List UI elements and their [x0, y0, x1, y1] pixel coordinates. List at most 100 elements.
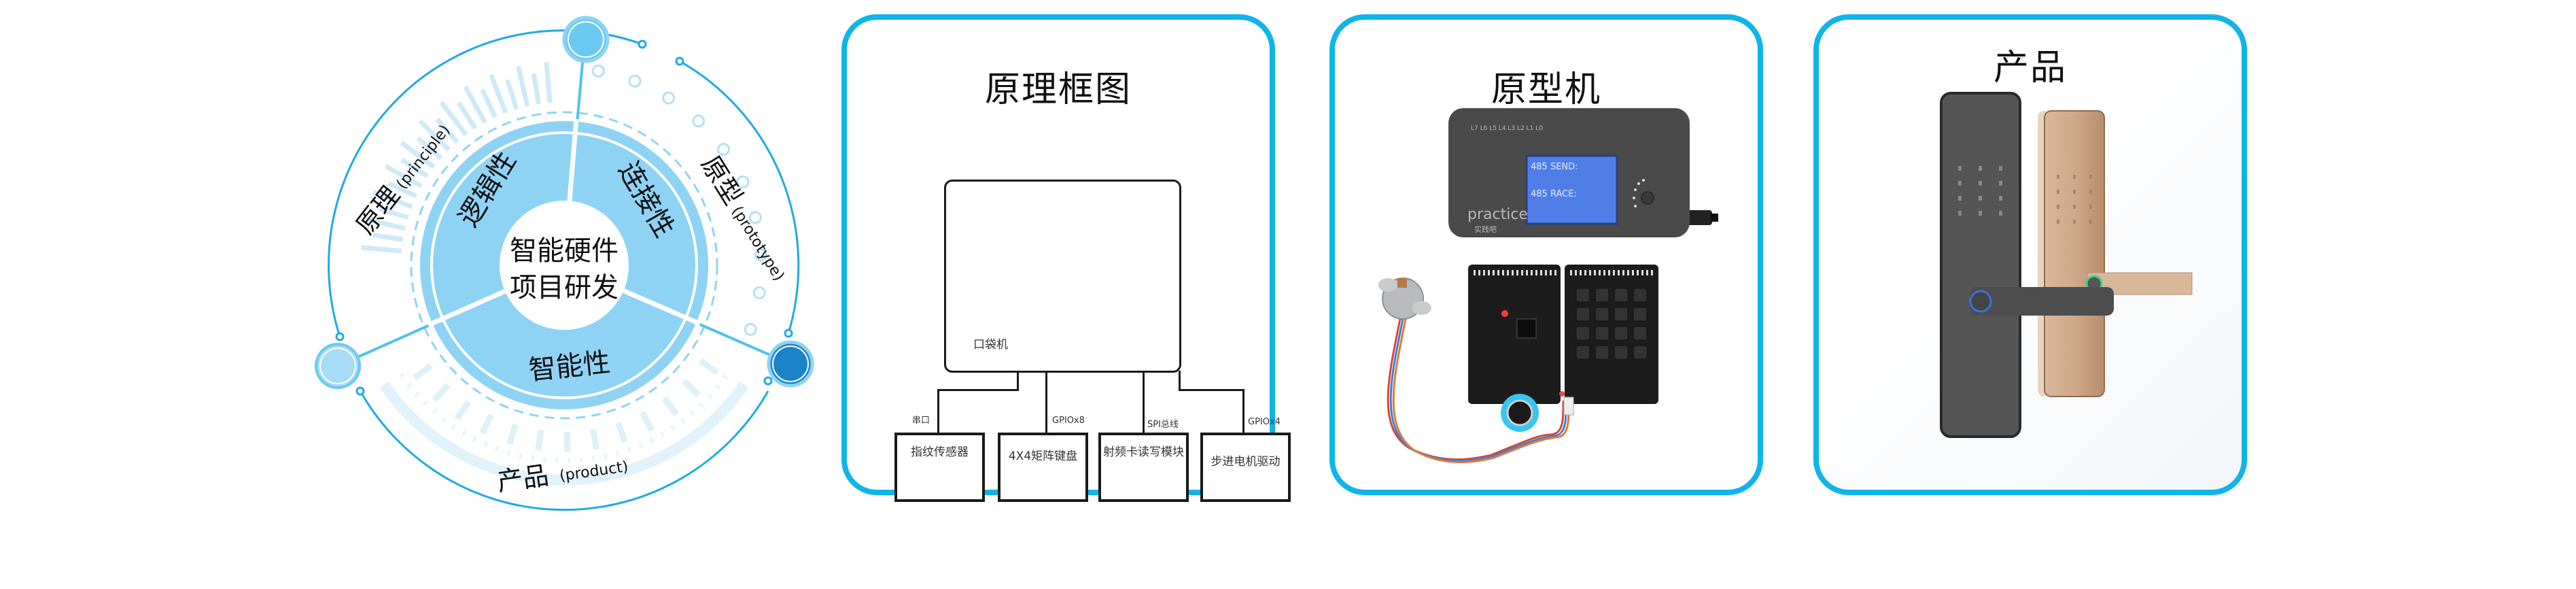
pin: [1618, 270, 1620, 275]
pin: [1545, 270, 1547, 275]
lock-key: [2073, 175, 2076, 179]
module-fingerprint-sensor: 指纹传感器: [894, 433, 985, 502]
motor-cable: [1389, 318, 1567, 462]
keypad-button: [1633, 307, 1648, 322]
gold-lock-body: [2044, 110, 2105, 397]
pin: [1483, 270, 1485, 275]
pattern-mark: [640, 411, 655, 432]
lock-key: [2073, 220, 2076, 224]
usb-plug: [1710, 214, 1718, 222]
block-main-pocket-machine: 口袋机: [944, 180, 1181, 373]
port-label: GPIOx8: [1052, 416, 1085, 426]
pin: [1594, 270, 1596, 275]
arc-end-dot: [763, 376, 773, 386]
pin: [1570, 270, 1572, 275]
node-product: [315, 343, 361, 389]
decorative-circle: [628, 74, 642, 88]
card-title: 原理框图: [984, 69, 1132, 110]
pin: [1531, 270, 1533, 275]
motor-cable: [1387, 318, 1565, 461]
pin: [1584, 270, 1586, 275]
decorative-circle: [717, 143, 731, 156]
motor-cable: [1392, 318, 1570, 464]
port-label: 串口: [912, 416, 930, 426]
tick-mark: [439, 101, 468, 137]
pattern-mark: [563, 431, 571, 453]
node-principle: [562, 16, 610, 63]
lock-key: [1979, 196, 1982, 201]
decorative-circle: [736, 175, 750, 188]
tick-mark: [531, 73, 541, 105]
pattern-mark: [590, 428, 600, 450]
lock-key: [1958, 166, 1962, 171]
arc-end-dot: [675, 56, 684, 66]
port-label: SPI总线: [1147, 420, 1179, 430]
keypad-button: [1614, 326, 1629, 341]
decorative-circle: [754, 248, 768, 262]
lock-key: [1958, 181, 1962, 186]
pin: [1622, 270, 1624, 275]
pin: [1554, 270, 1556, 275]
keypad-button: [1576, 345, 1590, 360]
pin: [1603, 270, 1605, 275]
pin: [1637, 270, 1639, 275]
pattern-mark: [413, 363, 434, 381]
wire: [1179, 371, 1181, 391]
lock-key: [1958, 211, 1962, 216]
decorative-circuit-pattern: [379, 358, 749, 486]
lcd-screen: [1525, 154, 1618, 225]
outer-arc-product: [359, 390, 769, 511]
lock-key: [2089, 220, 2092, 224]
module-label: 4X4矩阵键盘: [1008, 450, 1078, 463]
pin: [1474, 270, 1476, 275]
outer-arc-prototype: [679, 60, 800, 334]
pin: [1646, 270, 1648, 275]
tick-mark: [372, 190, 413, 209]
node-prototype: [767, 340, 814, 388]
module-stepper-driver: 步进电机驱动: [1200, 433, 1291, 502]
inner-white-ring: [430, 131, 698, 399]
fingerprint-sensor: [1506, 399, 1533, 426]
keypad-button: [1576, 307, 1590, 322]
decorative-dots: [591, 64, 768, 336]
pin: [1575, 270, 1577, 275]
wire: [1143, 371, 1145, 433]
pin: [1608, 270, 1610, 275]
pin: [1535, 270, 1537, 275]
decorative-circle: [752, 286, 766, 299]
arc-end-dot: [355, 386, 365, 396]
lock-key: [2089, 175, 2092, 179]
decorative-circle: [662, 91, 676, 105]
pin: [1641, 270, 1643, 275]
tick-mark: [516, 65, 530, 107]
expansion-board-left: [1468, 265, 1561, 404]
smart-lock-illustration: [1940, 92, 2193, 438]
red-led: [1559, 391, 1565, 397]
tick-mark: [400, 157, 429, 179]
pattern-mark: [535, 429, 544, 451]
pin: [1632, 270, 1634, 275]
decorative-circle: [692, 114, 706, 128]
lock-key: [1979, 211, 1982, 216]
lock-key: [1999, 181, 2002, 186]
stage-label-product-cn: 产品: [495, 460, 551, 497]
tick-mark: [480, 88, 498, 118]
outer-arc-principle: [328, 29, 643, 337]
card-title: 原型机: [1491, 69, 1601, 110]
lock-key: [1979, 181, 1982, 186]
lock-key: [1958, 196, 1962, 201]
pin: [1502, 270, 1504, 275]
pin: [1507, 270, 1509, 275]
pattern-mark: [479, 414, 494, 435]
dashed-ring: [410, 111, 718, 420]
lock-key: [2057, 175, 2059, 179]
keypad-button: [1576, 326, 1590, 341]
center-title-line1: 智能硬件: [510, 235, 619, 267]
lock-key: [1999, 166, 2002, 171]
wire: [1045, 371, 1047, 433]
pin: [1516, 270, 1518, 275]
lock-key: [2073, 190, 2076, 194]
tick-mark: [489, 73, 508, 114]
pattern-mark: [661, 396, 680, 417]
tick-mark: [400, 140, 436, 169]
